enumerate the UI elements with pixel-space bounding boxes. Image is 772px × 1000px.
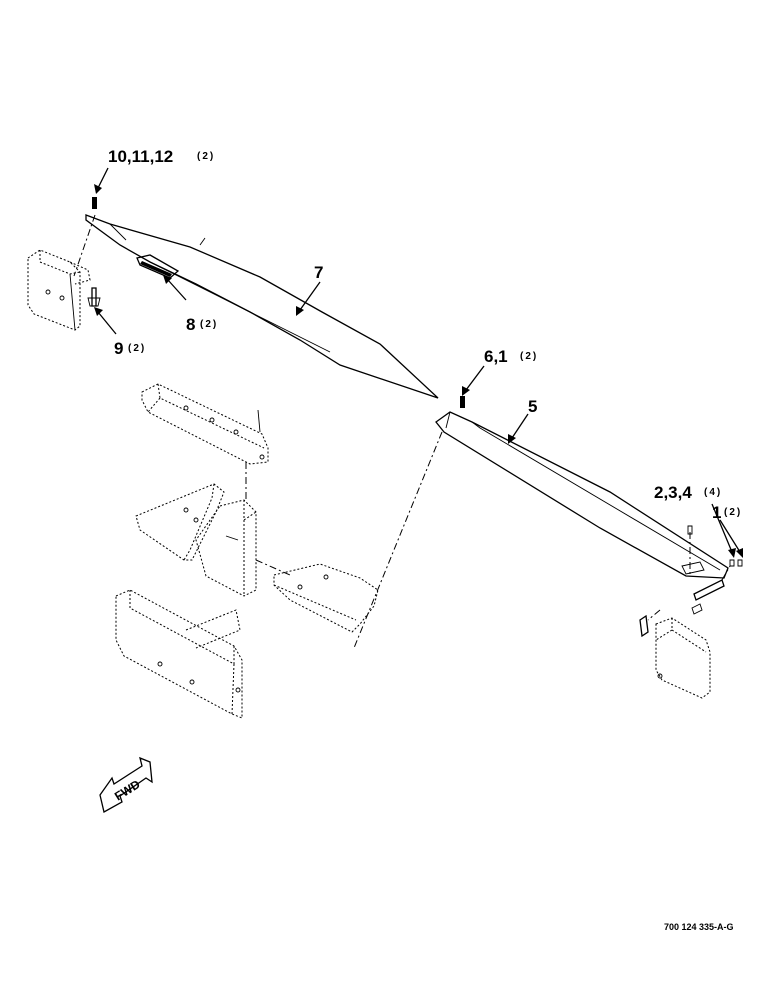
- svg-text:(4): (4): [704, 487, 722, 498]
- bolt-9: [87, 287, 101, 307]
- upper-center-bracket: [141, 383, 269, 465]
- svg-text:7: 7: [314, 263, 323, 282]
- svg-text:9: 9: [114, 339, 123, 358]
- svg-text:(2): (2): [724, 507, 742, 518]
- lower-angle-bracket: [255, 559, 379, 633]
- bolt-10-11-12: [73, 197, 97, 277]
- callout-2-3-4: 2,3,4 (4): [654, 483, 722, 502]
- bolt-6-1: [460, 396, 465, 408]
- svg-text:2,3,4: 2,3,4: [654, 483, 692, 502]
- left-mount-plate: [27, 249, 91, 331]
- callout-5: 5: [528, 397, 537, 416]
- callout-6-1: 6,1 (2): [484, 347, 538, 366]
- svg-text:5: 5: [528, 397, 537, 416]
- part-5-bar: [435, 411, 729, 579]
- forward-arrow-icon: FWD: [99, 756, 153, 813]
- callout-1: 1 (2): [712, 503, 742, 522]
- right-end-hardware: [681, 525, 743, 615]
- vertical-plate: [195, 462, 257, 597]
- svg-text:8: 8: [186, 315, 195, 334]
- svg-text:1: 1: [712, 503, 721, 522]
- base-channel: [115, 589, 243, 719]
- svg-text:FWD: FWD: [112, 777, 143, 804]
- svg-text:(2): (2): [520, 351, 538, 362]
- callout-7: 7: [314, 263, 323, 282]
- assembly-line: [353, 431, 443, 649]
- svg-text:(2): (2): [200, 319, 218, 330]
- svg-text:(2): (2): [128, 343, 146, 354]
- callout-9: 9 (2): [114, 339, 146, 358]
- callout-8: 8 (2): [186, 315, 218, 334]
- right-mount-plate: [639, 609, 711, 699]
- part-reference: 700 124 335-A-G: [664, 922, 734, 932]
- svg-text:(2): (2): [197, 151, 215, 162]
- svg-text:6,1: 6,1: [484, 347, 508, 366]
- callout-10-11-12: 10,11,12 (2): [108, 147, 215, 166]
- part-8-strip: [136, 254, 180, 279]
- triangle-gusset: [135, 483, 225, 561]
- svg-text:10,11,12: 10,11,12: [108, 147, 173, 166]
- callout-arrows: [94, 167, 743, 558]
- part-7-bar: [85, 214, 439, 399]
